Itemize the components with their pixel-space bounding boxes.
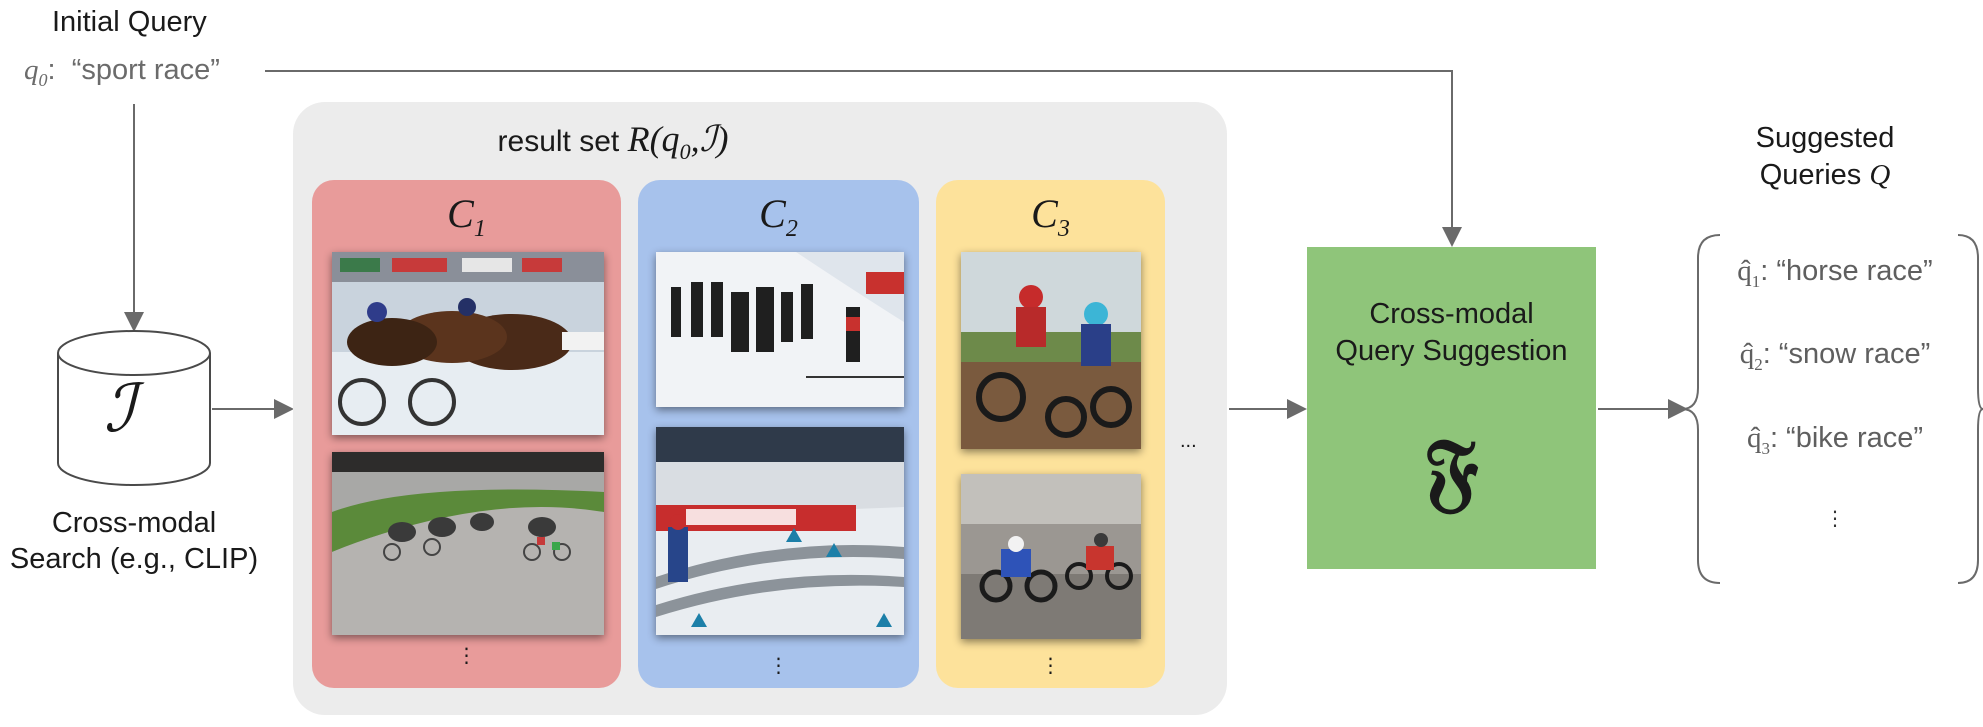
cluster-1-more: ⋮ (456, 645, 477, 667)
model-symbol: 𝔉 (1424, 420, 1479, 521)
cluster-3-label: C3 (1031, 191, 1070, 242)
snow-race-image-1 (656, 252, 904, 407)
result-set-math: R(q0,ℐ) (627, 119, 729, 165)
suggested-query-2: q̂2: “snow race” (1739, 338, 1931, 374)
cluster-2-label: C2 (759, 191, 798, 242)
result-set-title: result set R(q0,ℐ) (293, 118, 933, 165)
suggested-queries-title: Suggested Queries Q (1755, 122, 1895, 191)
result-set-label: result set (497, 125, 620, 158)
search-label-line1: Cross-modal (51, 507, 217, 539)
cluster-2-more: ⋮ (768, 655, 789, 677)
cross-modal-search-label: Cross-modal Search (e.g., CLIP) (0, 505, 268, 577)
horse-race-image-2 (332, 452, 604, 635)
query-suggestion-line1: Cross-modal (1369, 298, 1534, 330)
database-symbol: ℐ (104, 370, 136, 447)
bike-race-image-2 (961, 474, 1141, 639)
query-var: q (24, 54, 39, 86)
query-text: “sport race” (71, 54, 220, 86)
database-cylinder-icon (57, 330, 211, 486)
query-suggestion-label: Cross-modal Query Suggestion (1307, 296, 1596, 370)
query-sub: 0 (38, 69, 48, 90)
initial-query: q0: “sport race” (24, 54, 220, 90)
more-clusters: ... (1180, 430, 1197, 452)
initial-query-title: Initial Query (52, 6, 207, 38)
bike-race-image-1 (961, 252, 1141, 449)
query-suggestion-box (1307, 247, 1596, 569)
query-suggestion-line2: Query Suggestion (1335, 335, 1568, 367)
search-label-line2: Search (e.g., CLIP) (9, 543, 259, 575)
suggested-query-1: q̂1: “horse race” (1737, 255, 1933, 291)
right-brace-icon (1957, 234, 1983, 584)
cluster-3-more: ⋮ (1040, 655, 1061, 677)
arrow-query-to-suggestion (265, 70, 1462, 247)
cluster-1-label: C1 (447, 191, 486, 242)
suggested-query-3: q̂3: “bike race” (1746, 422, 1924, 458)
suggested-queries-more: ⋮ (1825, 508, 1845, 530)
horse-race-image-1 (332, 252, 604, 435)
left-brace-icon (1681, 234, 1721, 584)
snow-race-image-2 (656, 427, 904, 635)
